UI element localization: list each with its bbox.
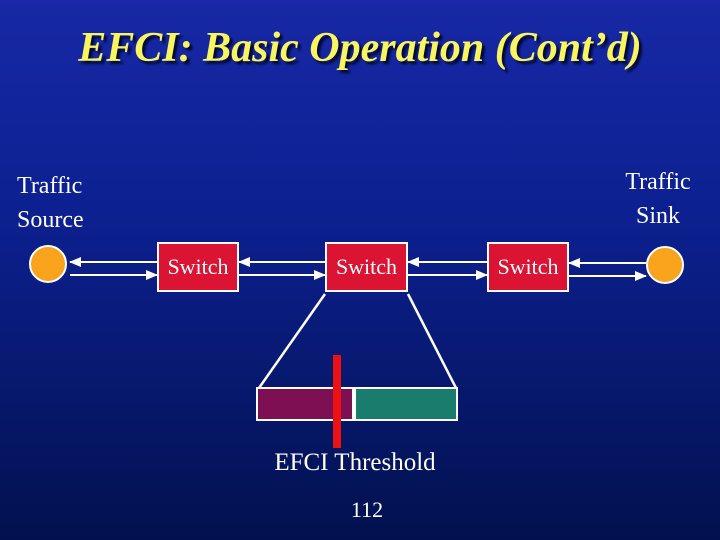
switch-box-2: Switch (325, 242, 408, 292)
backward-arrow-icon (69, 257, 157, 267)
backward-arrow-icon (238, 257, 325, 267)
page-number: 112 (350, 497, 384, 522)
switch-box-3: Switch (487, 242, 569, 292)
traffic-source-label: Traffic Source (17, 173, 84, 233)
forward-arrow-icon (239, 270, 326, 280)
switch-3-label: Switch (497, 254, 559, 279)
traffic-sink-label: Traffic Sink (625, 169, 691, 229)
efci-threshold-marker (333, 355, 341, 448)
link-source-switch1 (69, 257, 158, 280)
buffer-free-segment (356, 389, 456, 419)
traffic-source-node (29, 245, 67, 283)
forward-arrow-icon (408, 270, 488, 280)
backward-arrow-icon (407, 257, 487, 267)
backward-arrow-icon (568, 258, 646, 268)
link-switch3-sink (568, 258, 647, 281)
link-switch2-switch3 (407, 257, 488, 280)
forward-arrow-icon (70, 270, 158, 280)
switch-2-label: Switch (335, 254, 398, 279)
fanout-line-right (406, 293, 458, 389)
forward-arrow-icon (569, 271, 647, 281)
switch-buffer (256, 387, 458, 421)
traffic-sink-node (646, 246, 684, 284)
buffer-segment-divider (352, 389, 356, 419)
slide-title: EFCI: Basic Operation (Cont’d) (78, 25, 642, 71)
link-switch1-switch2 (238, 257, 326, 280)
switch-1-label: Switch (167, 254, 229, 279)
switch-box-1: Switch (157, 242, 239, 292)
fanout-line-left (257, 293, 327, 389)
efci-threshold-label: EFCI Threshold (274, 449, 436, 476)
